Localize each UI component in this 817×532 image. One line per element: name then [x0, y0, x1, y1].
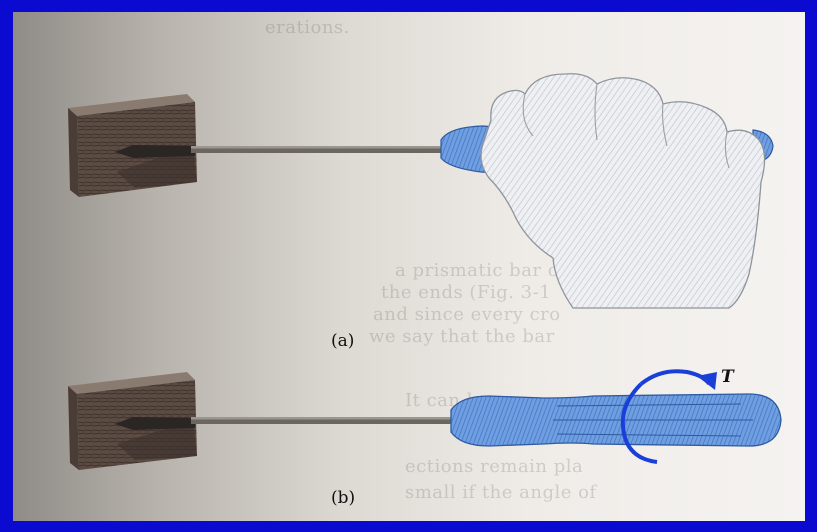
- screwdriver-diagram: (a) T (b): [13, 12, 805, 521]
- screwdriver-handle-b: [451, 394, 781, 446]
- screwdriver-shaft-a: [115, 145, 443, 158]
- torque-label: T: [721, 367, 735, 387]
- screwdriver-shaft-b: [115, 417, 453, 430]
- textbook-figure-photo: erations. a prismatic bar of cir the end…: [13, 12, 805, 521]
- hand-icon: [481, 74, 765, 308]
- caption-b: (b): [331, 488, 355, 508]
- caption-a: (a): [331, 331, 354, 351]
